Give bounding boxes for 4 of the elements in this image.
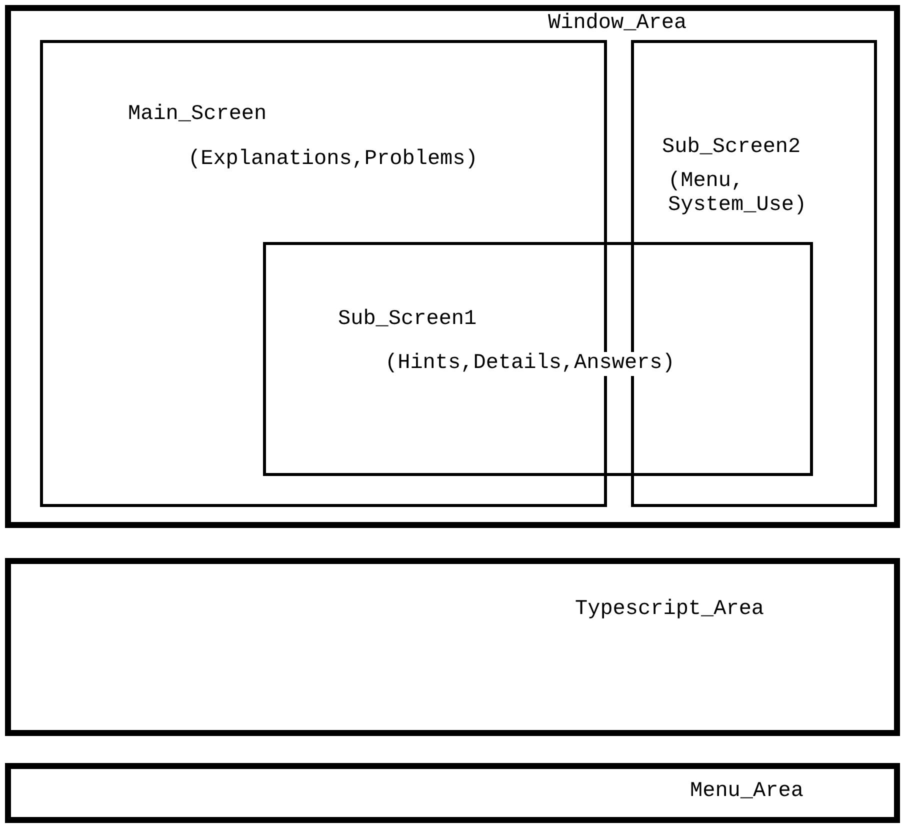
screen-area-box bbox=[263, 242, 813, 476]
screen-area-box bbox=[5, 558, 900, 736]
screen-area-box bbox=[5, 5, 900, 528]
screen-area-box bbox=[5, 763, 900, 823]
